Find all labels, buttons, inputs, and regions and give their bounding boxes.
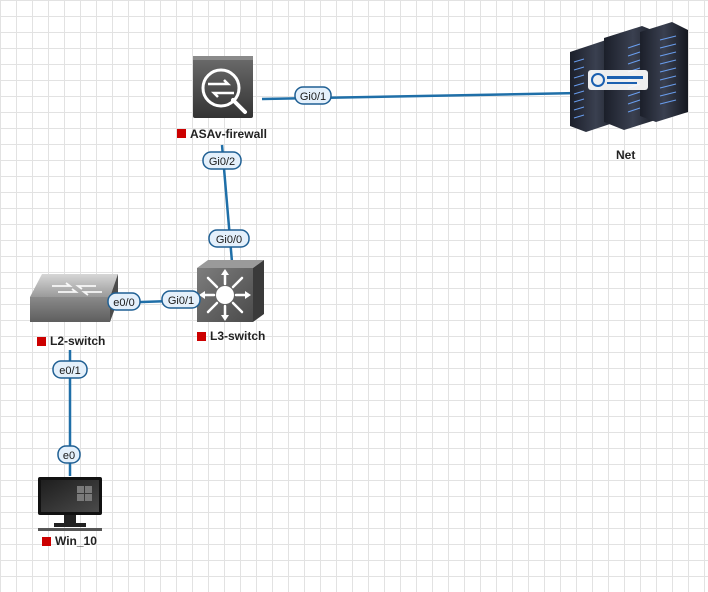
iface-label: Gi0/2 — [209, 156, 235, 168]
iface-l3switch-gi00[interactable]: Gi0/0 — [208, 229, 250, 248]
l3switch-label: L3-switch — [210, 329, 265, 343]
win10-status-indicator — [42, 537, 51, 546]
iface-label: Gi0/0 — [216, 234, 242, 246]
win10-label: Win_10 — [55, 534, 97, 548]
iface-label: Gi0/1 — [168, 295, 194, 307]
iface-label: e0 — [63, 450, 75, 462]
net-node[interactable]: Net — [570, 22, 688, 162]
net-label: Net — [616, 148, 635, 162]
l2switch-label: L2-switch — [50, 334, 105, 348]
iface-label: Gi0/1 — [300, 91, 326, 103]
win10-node[interactable]: Win_10 — [38, 477, 102, 548]
iface-firewall-gi02[interactable]: Gi0/2 — [202, 151, 242, 170]
layer2-switch-icon — [30, 274, 118, 322]
iface-label: e0/1 — [59, 365, 80, 377]
l2switch-status-indicator — [37, 337, 46, 346]
desktop-computer-icon — [38, 477, 102, 531]
firewall-status-indicator — [177, 129, 186, 138]
l3switch-status-indicator — [197, 332, 206, 341]
firewall-label: ASAv-firewall — [190, 127, 267, 141]
iface-label: e0/0 — [113, 297, 134, 309]
l2switch-node[interactable]: L2-switch — [30, 274, 118, 348]
iface-l3switch-gi01[interactable]: Gi0/1 — [161, 290, 201, 309]
firewall-node[interactable]: ASAv-firewall — [177, 56, 267, 141]
iface-win10-e0[interactable]: e0 — [57, 445, 81, 464]
layer3-switch-icon — [197, 260, 264, 322]
server-rack-icon — [570, 22, 688, 132]
iface-l2switch-e01[interactable]: e0/1 — [52, 360, 88, 379]
iface-l2switch-e00[interactable]: e0/0 — [107, 292, 141, 311]
firewall-icon — [193, 56, 253, 118]
iface-firewall-gi01[interactable]: Gi0/1 — [294, 86, 332, 105]
l3switch-node[interactable]: L3-switch — [197, 260, 265, 343]
